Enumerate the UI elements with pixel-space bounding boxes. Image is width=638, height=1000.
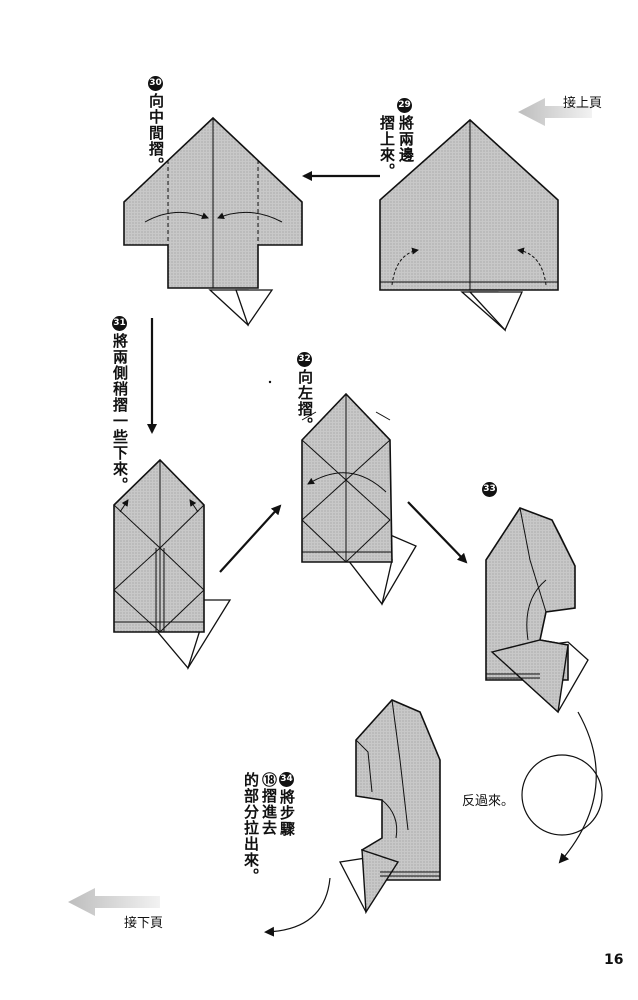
step-29-line-1: 將兩邊 <box>397 115 415 163</box>
step-34-line-2: ⑱摺進去 <box>260 772 278 836</box>
model-step-32 <box>301 392 417 606</box>
step-30-text: 向中間摺。 <box>147 93 165 173</box>
model-step-31 <box>113 458 232 670</box>
step-31-text: 將兩側稍摺一些下來。 <box>111 333 129 493</box>
step-34-number: 34 <box>279 772 294 787</box>
flow-arrow-31-32 <box>219 504 282 573</box>
flow-arrow-32-33 <box>407 501 468 564</box>
next-page-arrow <box>68 888 160 916</box>
step-31-number: 31 <box>112 316 127 331</box>
step-33-number: 33 <box>482 482 497 497</box>
step-34-line-3: 的部分拉出來。 <box>242 772 260 884</box>
turn-over-label: 反過來。 <box>462 794 515 809</box>
model-step-29 <box>379 118 559 332</box>
model-step-33 <box>485 507 589 714</box>
turn-over-arrow <box>558 711 597 864</box>
prev-page-arrow <box>518 98 592 126</box>
model-step-30 <box>123 116 303 327</box>
model-step-34 <box>339 699 441 915</box>
page-number: 16 <box>604 952 624 968</box>
step-30-number: 30 <box>148 76 163 91</box>
prev-page-label: 接上頁 <box>563 96 603 111</box>
step-29-line-2: 摺上來。 <box>378 115 396 179</box>
next-page-label: 接下頁 <box>124 916 164 931</box>
step-34-line-1: 將步驟 <box>278 789 296 837</box>
pull-out-arrow <box>264 877 331 937</box>
turn-over-symbol <box>521 754 603 836</box>
step-32-number: 32 <box>297 352 312 367</box>
step-29-number: 29 <box>397 98 412 113</box>
step-32-text: 向左摺。 <box>296 369 314 433</box>
